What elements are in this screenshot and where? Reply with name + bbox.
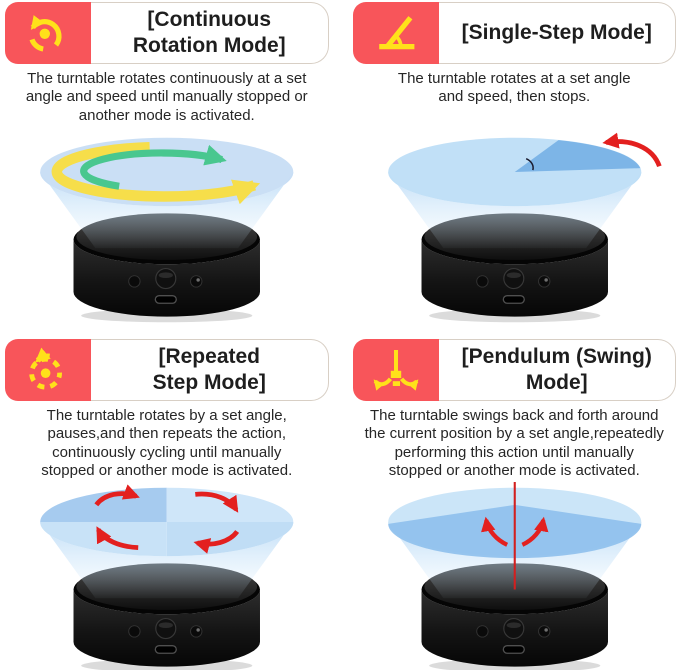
step-arrow	[601, 132, 662, 168]
mode-banner: [Pendulum (Swing) Mode]	[352, 339, 676, 402]
modes-grid: [Continuous Rotation Mode] The turntable…	[5, 2, 676, 670]
mode-banner: [Continuous Rotation Mode]	[5, 2, 329, 64]
repeated-step-illustration	[40, 484, 294, 670]
mode-icon-box	[352, 339, 439, 402]
cycle-arrows	[94, 484, 240, 554]
continuous-rotation-illustration	[40, 137, 294, 323]
mode-label-box: [Pendulum (Swing) Mode]	[438, 339, 676, 402]
mode-title: [Repeated Step Mode]	[152, 345, 266, 395]
mode-banner: [Single-Step Mode]	[352, 2, 676, 64]
mode-description: The turntable swings back and forth arou…	[364, 407, 664, 479]
mode-title: [Continuous Rotation Mode]	[132, 8, 286, 57]
center-angle-tick	[525, 157, 534, 171]
rotate-ccw-arrow-icon	[29, 15, 62, 52]
mode-label-box: [Repeated Step Mode]	[91, 339, 329, 402]
mode-panel-single-step: [Single-Step Mode] The turntable rotates…	[352, 2, 676, 327]
quadrant-sector	[40, 487, 167, 523]
mode-description: The turntable rotates by a set angle, pa…	[41, 407, 293, 479]
mode-description: The turntable rotates at a set angle and…	[397, 70, 631, 106]
light-cone	[387, 137, 641, 249]
step-angle-sector	[514, 140, 640, 172]
mode-panel-continuous-rotation: [Continuous Rotation Mode] The turntable…	[5, 2, 329, 327]
dashed-rotate-arrow-icon	[29, 347, 62, 390]
light-cone	[40, 487, 294, 599]
mode-icon-box	[5, 339, 91, 402]
pendulum-icon	[373, 350, 418, 391]
swing-arrows	[480, 482, 548, 590]
mode-description: The turntable rotates continuously at a …	[25, 70, 308, 124]
single-step-illustration	[387, 132, 662, 323]
mode-banner: [Repeated Step Mode]	[5, 339, 329, 402]
mode-panel-pendulum-swing: [Pendulum (Swing) Mode] The turntable sw…	[352, 339, 676, 670]
angle-icon	[378, 16, 414, 50]
mode-panel-repeated-step: [Repeated Step Mode] The turntable rotat…	[5, 339, 329, 670]
rotation-arrows	[51, 141, 261, 205]
mode-icon-box	[5, 2, 91, 64]
mode-title: [Single-Step Mode]	[461, 21, 652, 45]
mode-label-box: [Single-Step Mode]	[438, 2, 676, 64]
mode-label-box: [Continuous Rotation Mode]	[91, 2, 329, 64]
pendulum-swing-illustration	[387, 482, 641, 670]
mode-title: [Pendulum (Swing) Mode]	[461, 345, 652, 395]
mode-icon-box	[352, 2, 439, 64]
